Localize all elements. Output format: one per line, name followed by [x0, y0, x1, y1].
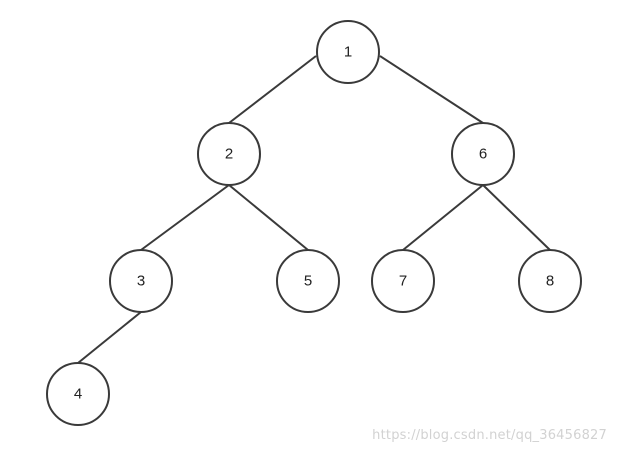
node-circle: [316, 20, 380, 84]
tree-node-2: 2: [197, 122, 261, 186]
tree-edges: [77, 55, 551, 364]
tree-node-3: 3: [109, 249, 173, 313]
node-label: 5: [304, 273, 312, 290]
tree-node-7: 7: [371, 249, 435, 313]
node-label: 4: [74, 386, 82, 403]
node-circle: [451, 122, 515, 186]
node-label: 6: [479, 146, 487, 163]
edge-n6-n7: [402, 184, 484, 251]
tree-node-4: 4: [46, 362, 110, 426]
node-circle: [276, 249, 340, 313]
node-circle: [109, 249, 173, 313]
edge-n1-n2: [228, 55, 317, 124]
node-label: 2: [225, 146, 233, 163]
node-label: 7: [399, 273, 407, 290]
edge-n1-n6: [379, 55, 484, 124]
edge-n2-n5: [228, 184, 309, 251]
node-circle: [46, 362, 110, 426]
tree-node-5: 5: [276, 249, 340, 313]
edge-n6-n8: [482, 184, 551, 251]
node-circle: [518, 249, 582, 313]
node-label: 8: [546, 273, 554, 290]
edge-n3-n4: [77, 311, 142, 364]
node-label: 1: [344, 44, 352, 61]
node-label: 3: [137, 273, 145, 290]
node-circle: [371, 249, 435, 313]
node-circle: [197, 122, 261, 186]
tree-node-8: 8: [518, 249, 582, 313]
tree-nodes: 1 2 6 3 5 7 8 4: [46, 20, 582, 426]
watermark-text: https://blog.csdn.net/qq_36456827: [372, 428, 607, 443]
tree-node-1: 1: [316, 20, 380, 84]
edge-n2-n3: [140, 184, 230, 251]
tree-node-6: 6: [451, 122, 515, 186]
